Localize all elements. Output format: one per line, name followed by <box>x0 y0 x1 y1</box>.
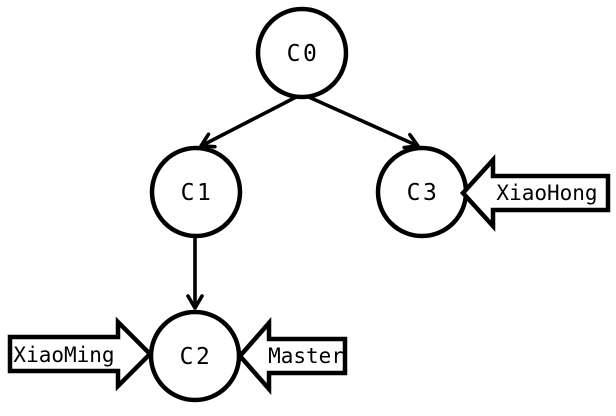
master-block-arrow-left-icon <box>237 317 348 395</box>
pointer-xiaohong: XiaoHong <box>459 154 611 232</box>
pointer-xiaohong-label: XiaoHong <box>496 181 597 205</box>
node-c2-label: C2 <box>180 344 213 370</box>
node-c0-circle <box>255 6 349 100</box>
xiaohong-block-arrow-left-icon <box>459 154 611 232</box>
node-c1-label: C1 <box>181 180 214 206</box>
node-c2: C2 <box>148 309 242 403</box>
edge-c0-c1 <box>199 92 303 149</box>
pointer-master: Master <box>237 317 348 395</box>
node-c1-circle <box>149 145 243 239</box>
edges <box>186 92 420 310</box>
xiaoming-block-arrow-right-icon <box>7 316 154 392</box>
pointer-xiaoming: XiaoMing <box>7 316 154 392</box>
node-c3: C3 <box>375 145 469 239</box>
edge-c0-c3 <box>301 92 420 150</box>
node-c1: C1 <box>149 145 243 239</box>
pointer-master-label: Master <box>268 344 344 368</box>
node-c0-label: C0 <box>287 41 320 67</box>
pointer-xiaoming-label: XiaoMing <box>13 343 114 367</box>
node-c3-label: C3 <box>407 180 440 206</box>
node-c0: C0 <box>255 6 349 100</box>
